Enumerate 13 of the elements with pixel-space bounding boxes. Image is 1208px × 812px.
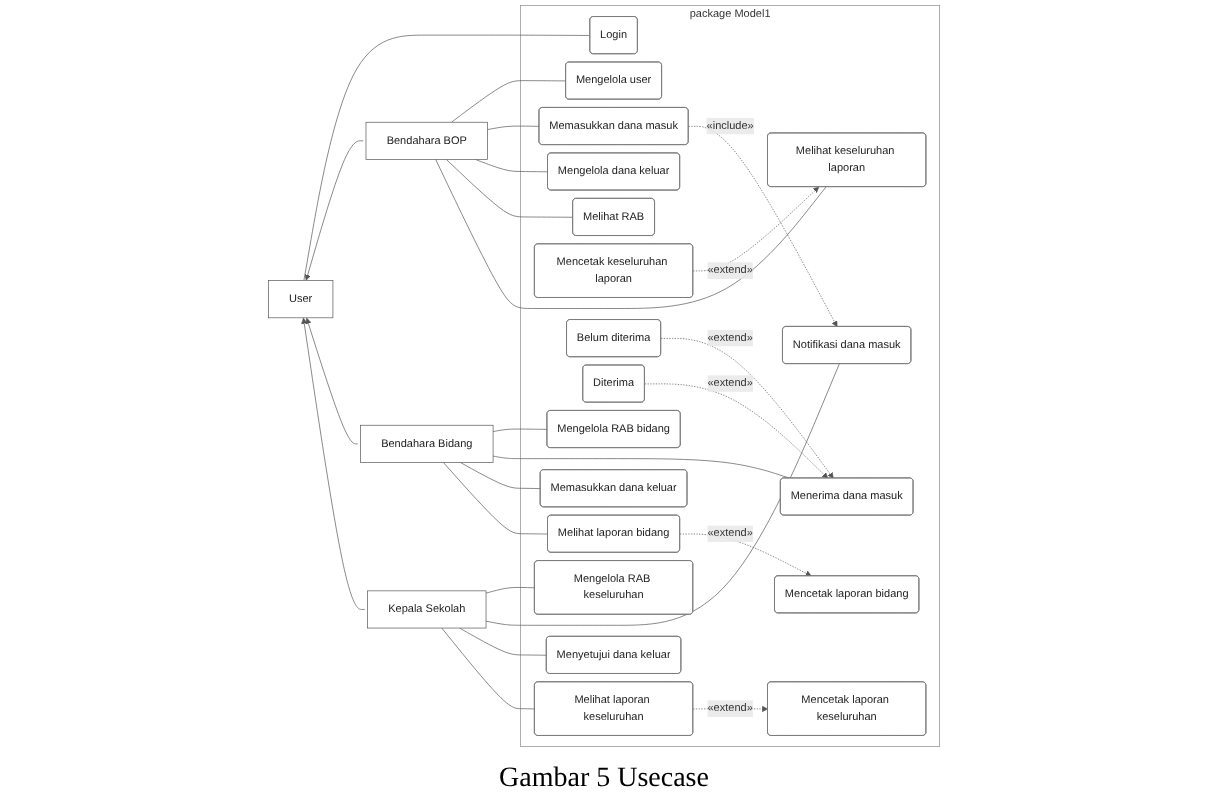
connector <box>485 363 840 626</box>
connector <box>435 159 827 309</box>
connector <box>451 80 567 123</box>
connector <box>459 627 547 656</box>
connector <box>459 462 541 489</box>
connector <box>487 125 540 130</box>
figure-caption: Gambar 5 Usecase <box>499 764 709 794</box>
connector <box>443 462 549 535</box>
connector <box>492 428 548 432</box>
connector <box>441 627 536 710</box>
connector <box>446 159 574 218</box>
connector <box>485 587 536 594</box>
connector <box>475 159 549 173</box>
